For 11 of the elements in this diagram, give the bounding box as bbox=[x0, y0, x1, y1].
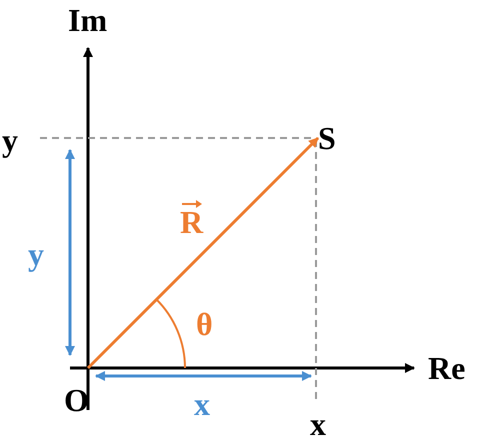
axis-label: Im bbox=[68, 4, 108, 36]
point-label: O bbox=[64, 384, 89, 416]
edge-label: R bbox=[180, 206, 204, 238]
coordinate-label: x bbox=[310, 408, 326, 440]
angle-label: θ bbox=[196, 308, 213, 340]
dimension-label: x bbox=[194, 388, 210, 420]
axis-label: Re bbox=[428, 352, 466, 384]
vector-arrow bbox=[86, 136, 320, 370]
coordinate-label: y bbox=[2, 124, 18, 156]
point-label: S bbox=[318, 122, 336, 154]
dimension-label: y bbox=[28, 238, 44, 270]
